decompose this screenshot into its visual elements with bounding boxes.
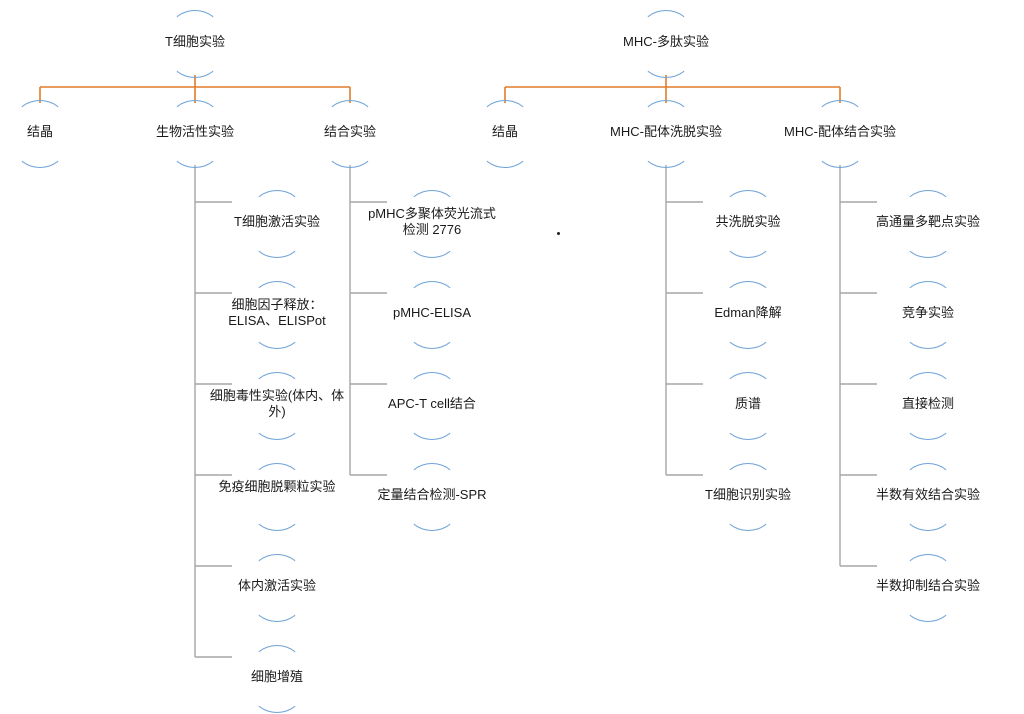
node-arc (252, 400, 302, 440)
node-arc (407, 218, 457, 258)
stray-dot (557, 232, 560, 235)
node-arc (407, 309, 457, 349)
node-arc (407, 190, 457, 230)
node-arc (815, 128, 865, 168)
node-arc (252, 372, 302, 412)
node-arc (903, 400, 953, 440)
node-arc (170, 38, 220, 78)
node-arc (252, 190, 302, 230)
node-arc (15, 128, 65, 168)
node-arc (252, 218, 302, 258)
node-arc (903, 582, 953, 622)
node-arc (723, 281, 773, 321)
node-arc (15, 100, 65, 140)
node-arc (325, 128, 375, 168)
leaf-node-degranulation: 免疫细胞脱颗粒实验 (218, 479, 336, 494)
node-arc (815, 100, 865, 140)
node-arc (641, 100, 691, 140)
node-arc (903, 281, 953, 321)
node-arc (903, 190, 953, 230)
node-arc (252, 309, 302, 349)
node-arc (252, 673, 302, 713)
node-arc (325, 100, 375, 140)
node-arc (641, 10, 691, 50)
node-arc (903, 218, 953, 258)
node-arc (723, 372, 773, 412)
node-arc (903, 309, 953, 349)
node-arc (723, 463, 773, 503)
node-arc (480, 100, 530, 140)
node-arc (170, 10, 220, 50)
node-arc (252, 645, 302, 685)
node-arc (252, 463, 302, 503)
node-arc (480, 128, 530, 168)
node-arc (407, 463, 457, 503)
node-arc (723, 190, 773, 230)
node-arc (252, 281, 302, 321)
node-arc (252, 582, 302, 622)
node-arc (170, 100, 220, 140)
node-arc (407, 372, 457, 412)
node-arc (723, 491, 773, 531)
node-arc (407, 281, 457, 321)
node-arc (723, 218, 773, 258)
node-arc (903, 554, 953, 594)
node-arc (252, 491, 302, 531)
node-arc (903, 463, 953, 503)
node-arc (641, 128, 691, 168)
node-arc (407, 400, 457, 440)
node-arc (903, 491, 953, 531)
node-arc (723, 309, 773, 349)
node-arc (723, 400, 773, 440)
node-arc (407, 491, 457, 531)
node-arc (252, 554, 302, 594)
node-arc (903, 372, 953, 412)
node-arc (641, 38, 691, 78)
node-arc (170, 128, 220, 168)
